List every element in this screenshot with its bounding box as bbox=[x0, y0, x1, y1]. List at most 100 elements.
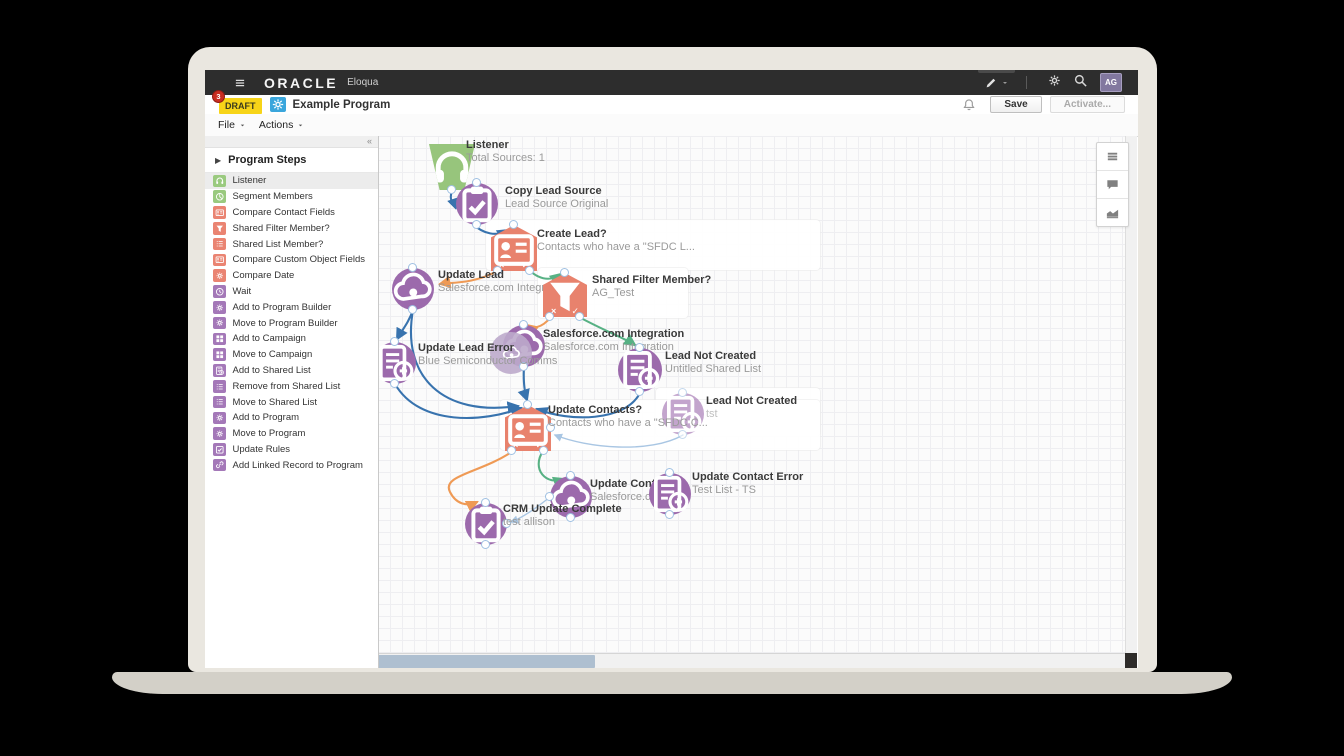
sidebar-step-wait[interactable]: Wait bbox=[205, 284, 378, 300]
sidebar-step-add-to-program[interactable]: Add to Program bbox=[205, 410, 378, 426]
funnel-icon bbox=[543, 275, 587, 317]
connector-port-t[interactable] bbox=[665, 468, 674, 477]
sidebar-collapse-strip[interactable]: « bbox=[205, 136, 378, 148]
node-listener[interactable] bbox=[429, 144, 475, 194]
sidebar-step-remove-from-shared-list[interactable]: Remove from Shared List bbox=[205, 378, 378, 394]
sidebar-step-move-to-program[interactable]: Move to Program bbox=[205, 426, 378, 442]
connector-port-b[interactable] bbox=[472, 220, 481, 229]
gear-icon[interactable] bbox=[1047, 73, 1062, 88]
connector-port-t[interactable] bbox=[509, 220, 518, 229]
sidebar-step-shared-filter-member[interactable]: Shared Filter Member? bbox=[205, 220, 378, 236]
sidebar-step-add-to-program-builder[interactable]: Add to Program Builder bbox=[205, 299, 378, 315]
sidebar-step-add-to-campaign[interactable]: Add to Campaign bbox=[205, 331, 378, 347]
connector-port-l[interactable] bbox=[545, 492, 554, 501]
vertical-scrollbar[interactable] bbox=[1125, 136, 1137, 653]
topbar-separator bbox=[1026, 76, 1027, 89]
sidebar-step-add-linked-record-to-program[interactable]: Add Linked Record to Program bbox=[205, 457, 378, 473]
node-lead-not-created[interactable] bbox=[618, 343, 662, 396]
connector-port-b[interactable] bbox=[390, 379, 399, 388]
connector-port-t[interactable] bbox=[519, 320, 528, 329]
connector-port-t[interactable] bbox=[523, 400, 532, 409]
sidebar-step-move-to-campaign[interactable]: Move to Campaign bbox=[205, 347, 378, 363]
node-title: Lead Not Created bbox=[706, 395, 798, 407]
connector-port-t[interactable] bbox=[678, 388, 687, 397]
connector-port-b[interactable] bbox=[665, 510, 674, 519]
horizontal-scrollbar-thumb[interactable] bbox=[378, 655, 595, 668]
connector-port-bl[interactable] bbox=[507, 446, 517, 455]
connector-port-r[interactable] bbox=[546, 423, 555, 432]
node-update-contact-error[interactable] bbox=[649, 468, 691, 519]
sidebar-step-segment-members[interactable]: Segment Members bbox=[205, 189, 378, 205]
connector-port-t[interactable] bbox=[390, 337, 399, 346]
sidebar-step-move-to-program-builder[interactable]: Move to Program Builder bbox=[205, 315, 378, 331]
node-update-lead-error[interactable] bbox=[374, 337, 416, 388]
menu-actions[interactable]: Actions bbox=[259, 119, 304, 131]
connector-port-t[interactable] bbox=[566, 471, 575, 480]
save-button[interactable]: Save bbox=[990, 96, 1042, 113]
node-shape bbox=[550, 476, 592, 518]
activate-button[interactable]: Activate... bbox=[1049, 96, 1125, 113]
connector-port-b[interactable] bbox=[447, 185, 456, 194]
sidebar-step-compare-contact-fields[interactable]: Compare Contact Fields bbox=[205, 205, 378, 221]
node-update-lead[interactable] bbox=[392, 263, 434, 314]
gear-icon bbox=[213, 269, 226, 282]
program-steps-header[interactable]: ▶ Program Steps bbox=[205, 148, 378, 173]
node-subtitle: AG_Test bbox=[592, 287, 635, 299]
node-update-contacts[interactable]: ×✓ bbox=[505, 400, 555, 455]
sidebar-step-move-to-shared-list[interactable]: Move to Shared List bbox=[205, 394, 378, 410]
sidebar-step-add-to-shared-list[interactable]: Add to Shared List bbox=[205, 363, 378, 379]
connector-port-bl[interactable] bbox=[545, 312, 555, 321]
user-avatar[interactable]: AG bbox=[1100, 73, 1122, 92]
search-icon[interactable] bbox=[1073, 73, 1088, 88]
node-title: Update Lead bbox=[438, 269, 505, 281]
connector-port-bl[interactable] bbox=[493, 266, 503, 275]
gear-icon bbox=[213, 301, 226, 314]
node-update-contact[interactable] bbox=[545, 471, 592, 522]
connector-port-b[interactable] bbox=[635, 387, 644, 396]
connector-port-b[interactable] bbox=[566, 513, 575, 522]
connector-port-t[interactable] bbox=[481, 498, 490, 507]
connector-port-t[interactable] bbox=[635, 343, 644, 352]
menu-file[interactable]: File bbox=[218, 119, 246, 131]
node-shared-filter-member[interactable]: ×✓ bbox=[543, 268, 587, 321]
panel-button-notes[interactable] bbox=[1097, 171, 1128, 199]
node-create-lead[interactable]: ×✓ bbox=[491, 220, 537, 275]
horizontal-scrollbar[interactable] bbox=[378, 653, 1125, 668]
step-label: Compare Contact Fields bbox=[232, 206, 335, 218]
sidebar-step-compare-custom-object-fields[interactable]: Compare Custom Object Fields bbox=[205, 252, 378, 268]
connector-port-t[interactable] bbox=[408, 263, 417, 272]
bell-icon[interactable] bbox=[962, 98, 976, 112]
connector-port-t[interactable] bbox=[560, 268, 569, 277]
connector-port-b[interactable] bbox=[408, 305, 417, 314]
connector-port-t[interactable] bbox=[472, 178, 481, 187]
chart-icon bbox=[1105, 205, 1120, 220]
connector-port-br[interactable] bbox=[538, 446, 548, 455]
topbar-tool-campaigns[interactable] bbox=[978, 70, 1015, 73]
node-copy-lead-source[interactable] bbox=[456, 178, 498, 229]
product-name: Eloqua bbox=[347, 77, 379, 88]
node-subtitle: tst bbox=[706, 408, 718, 420]
node-crm-update-complete[interactable] bbox=[465, 498, 511, 549]
connector-port-b[interactable] bbox=[519, 362, 528, 371]
node-salesforce-integration[interactable] bbox=[490, 320, 545, 374]
connector-port-b[interactable] bbox=[678, 430, 687, 439]
panel-button-step-list[interactable] bbox=[1097, 143, 1128, 171]
connector-port-br[interactable] bbox=[524, 266, 534, 275]
connector-port-b[interactable] bbox=[481, 540, 490, 549]
list-icon bbox=[213, 237, 226, 251]
topbar-tool-compose[interactable] bbox=[978, 73, 1015, 93]
panel-button-reporting[interactable] bbox=[1097, 199, 1128, 226]
connector-port-br[interactable] bbox=[574, 312, 584, 321]
connector-port-r[interactable] bbox=[502, 519, 511, 528]
node-title: Shared Filter Member? bbox=[592, 274, 712, 286]
clock-icon bbox=[213, 285, 226, 298]
sidebar-step-compare-date[interactable]: Compare Date bbox=[205, 268, 378, 284]
program-status-bar: 3 DRAFT Example Program Save Activate... bbox=[205, 89, 1138, 115]
node-lead-not-created-2[interactable] bbox=[662, 388, 704, 439]
hamburger-icon[interactable] bbox=[233, 77, 247, 89]
sidebar-step-update-rules[interactable]: Update Rules bbox=[205, 442, 378, 458]
sidebar-step-listener[interactable]: Listener bbox=[205, 173, 378, 189]
collapse-icon[interactable]: « bbox=[366, 136, 372, 146]
sidebar-step-shared-list-member[interactable]: Shared List Member? bbox=[205, 236, 378, 252]
